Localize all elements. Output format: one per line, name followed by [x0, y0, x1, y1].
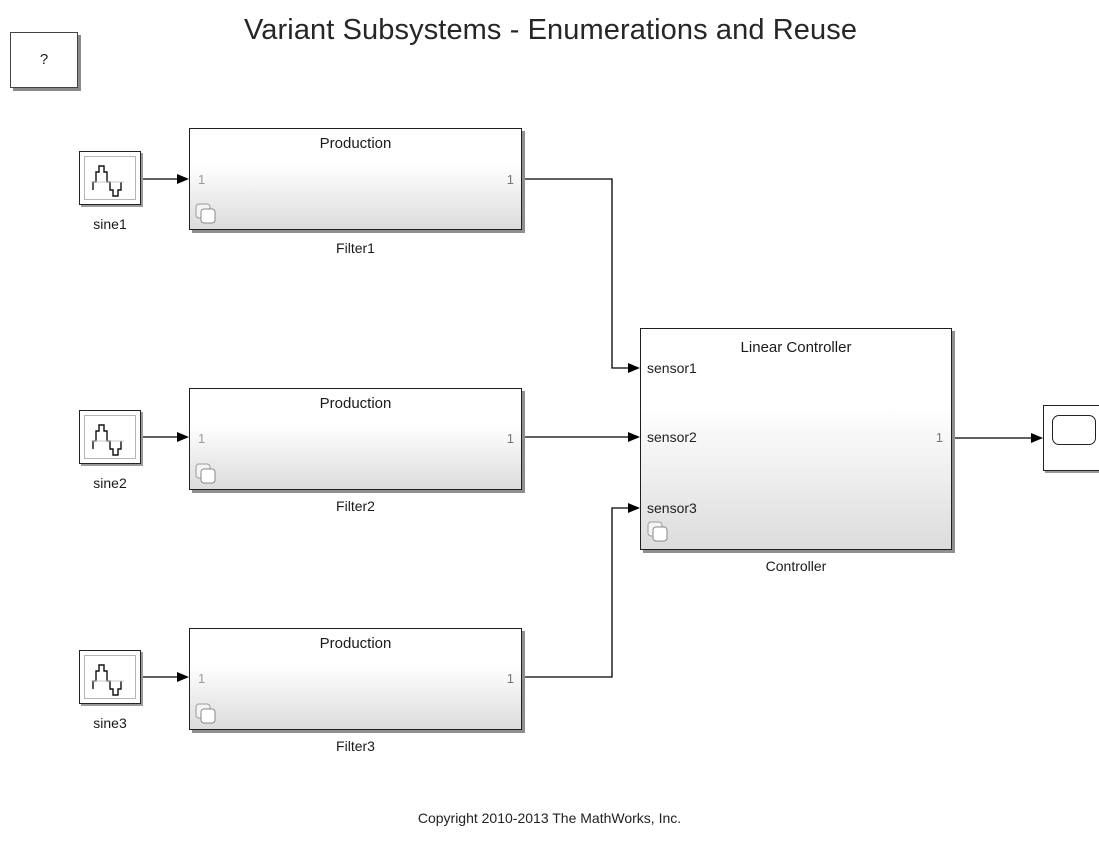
copyright-notice: Copyright 2010-2013 The MathWorks, Inc. [417, 810, 682, 826]
filter3-name: Filter3 [336, 738, 375, 754]
outport-number: 1 [506, 431, 514, 446]
variant-subsystem-icon [195, 703, 216, 724]
filter1-name: Filter1 [336, 240, 375, 256]
arrowhead [628, 363, 640, 373]
sine2-label: sine2 [93, 475, 127, 491]
help-button[interactable]: ? [10, 32, 78, 88]
sine1-label: sine1 [93, 216, 127, 232]
inport-number: 1 [198, 431, 206, 446]
variant-subsystem-icon [195, 203, 216, 224]
active-variant-label: Linear Controller [740, 339, 852, 356]
sine-wave-block[interactable] [79, 650, 141, 704]
variant-subsystem-icon [195, 463, 216, 484]
sine-wave-block[interactable] [79, 151, 141, 205]
arrowhead [177, 672, 189, 682]
scope-screen-icon [1052, 415, 1096, 445]
arrowhead [628, 503, 640, 513]
inport-sensor1: sensor1 [647, 360, 697, 376]
outport-number: 1 [506, 671, 514, 686]
active-variant-label: Production [319, 135, 392, 152]
arrowhead [1031, 433, 1043, 443]
sine-wave-icon [91, 165, 124, 197]
active-variant-label: Production [319, 635, 392, 652]
inport-sensor3: sensor3 [647, 500, 697, 516]
variant-subsystem-icon [647, 521, 668, 542]
signal-line-filter3-sensor3[interactable] [522, 507, 630, 678]
arrowhead [177, 432, 189, 442]
sine-wave-icon [91, 664, 124, 696]
outport-number: 1 [935, 430, 943, 445]
inport-number: 1 [198, 172, 206, 187]
help-button-label: ? [39, 51, 49, 68]
controller-subsystem[interactable]: Linear Controller sensor1 sensor2 sensor… [640, 328, 952, 550]
inport-sensor2: sensor2 [647, 429, 697, 445]
sine-wave-icon [91, 424, 124, 456]
arrowhead [628, 432, 640, 442]
signal-line-filter1-sensor1[interactable] [522, 178, 630, 369]
inport-number: 1 [198, 671, 206, 686]
sine3-label: sine3 [93, 715, 127, 731]
filter1-subsystem[interactable]: Production 1 1 [189, 128, 522, 230]
filter2-subsystem[interactable]: Production 1 1 [189, 388, 522, 490]
active-variant-label: Production [319, 395, 392, 412]
sine-wave-block[interactable] [79, 410, 141, 464]
outport-number: 1 [506, 172, 514, 187]
filter3-subsystem[interactable]: Production 1 1 [189, 628, 522, 730]
arrowhead [177, 174, 189, 184]
model-title: Variant Subsystems - Enumerations and Re… [244, 14, 858, 46]
filter2-name: Filter2 [336, 498, 375, 514]
scope-block[interactable] [1043, 405, 1099, 471]
controller-name: Controller [765, 558, 827, 574]
